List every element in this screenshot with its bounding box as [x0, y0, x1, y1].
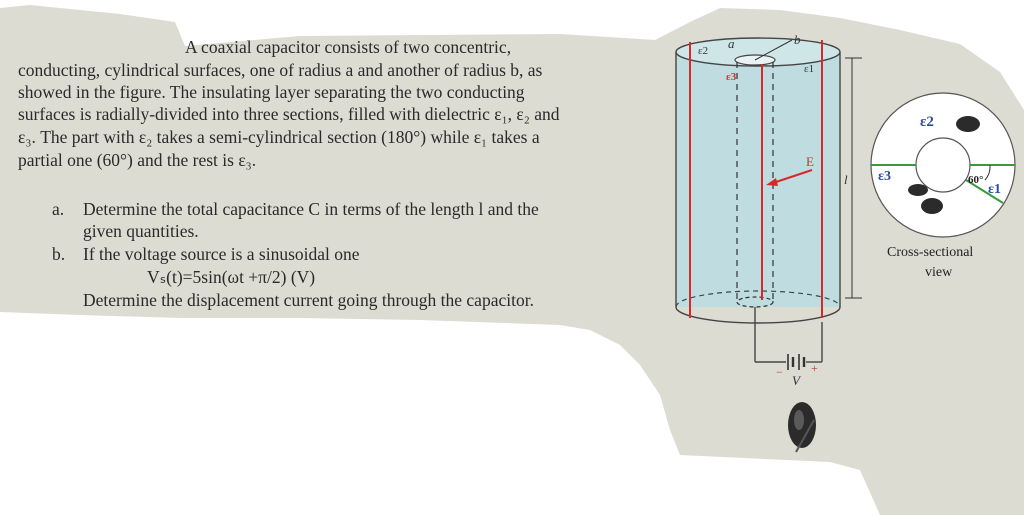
question-a-line-2: given quantities.	[83, 221, 199, 241]
ink-blot-icon	[788, 402, 816, 453]
inner-conductor-bottom	[736, 296, 774, 308]
problem-line-1: A coaxial capacitor consists of two conc…	[185, 37, 512, 57]
cylinder-bottom-back	[675, 290, 841, 308]
cross-angle-label: 60°	[968, 174, 983, 186]
label-eps1: ε1	[804, 63, 814, 75]
cylinder-body	[676, 52, 840, 307]
paper-notch	[180, 22, 250, 46]
question-b-marker: b.	[52, 244, 66, 264]
cross-label-eps3: ε3	[878, 169, 891, 184]
label-eps2: ε2	[698, 45, 708, 57]
label-b: b	[794, 32, 801, 47]
question-b-formula: Vₛ(t)=5sin(ωt +π/2) (V)	[147, 267, 316, 287]
battery-plus-label: +	[811, 361, 818, 375]
cross-caption-line-2: view	[925, 265, 953, 280]
question-a-line-1: Determine the total capacitance C in ter…	[83, 199, 539, 219]
battery-V-label: V	[792, 373, 802, 388]
label-E: E	[806, 154, 814, 169]
question-b-line-2: Determine the displacement current going…	[83, 290, 534, 310]
e-field-arrowhead	[766, 178, 778, 186]
problem-line-2: conducting, cylindrical surfaces, one of…	[18, 60, 543, 80]
label-eps3: ε3	[726, 71, 737, 83]
problem-line-6: partial one (60°) and the rest is ε₃.	[18, 150, 257, 170]
sector-line-diagonal	[965, 179, 1004, 204]
cylinder-bottom-front	[675, 306, 841, 324]
label-a: a	[728, 36, 735, 51]
cross-label-eps2: ε2	[920, 114, 934, 130]
cross-caption-line-1: Cross-sectional	[887, 245, 973, 260]
question-a-marker: a.	[52, 199, 65, 219]
b-dimension-line	[754, 39, 793, 61]
e-field-arrow	[769, 169, 813, 185]
battery-minus-label: −	[776, 365, 783, 379]
angle-arc	[984, 164, 991, 181]
question-b-line-1: If the voltage source is a sinusoidal on…	[83, 244, 360, 264]
battery-icon	[787, 354, 806, 370]
problem-line-4: surfaces is radially-divided into three …	[18, 104, 560, 124]
ink-smudge-icon	[908, 116, 980, 214]
inner-circle	[915, 137, 971, 193]
problem-line-5: ε₃. The part with ε₂ takes a semi-cylind…	[18, 127, 540, 147]
problem-line-3: showed in the figure. The insulating lay…	[18, 82, 525, 102]
label-l: l	[844, 172, 848, 187]
cross-label-eps1: ε1	[988, 182, 1001, 197]
